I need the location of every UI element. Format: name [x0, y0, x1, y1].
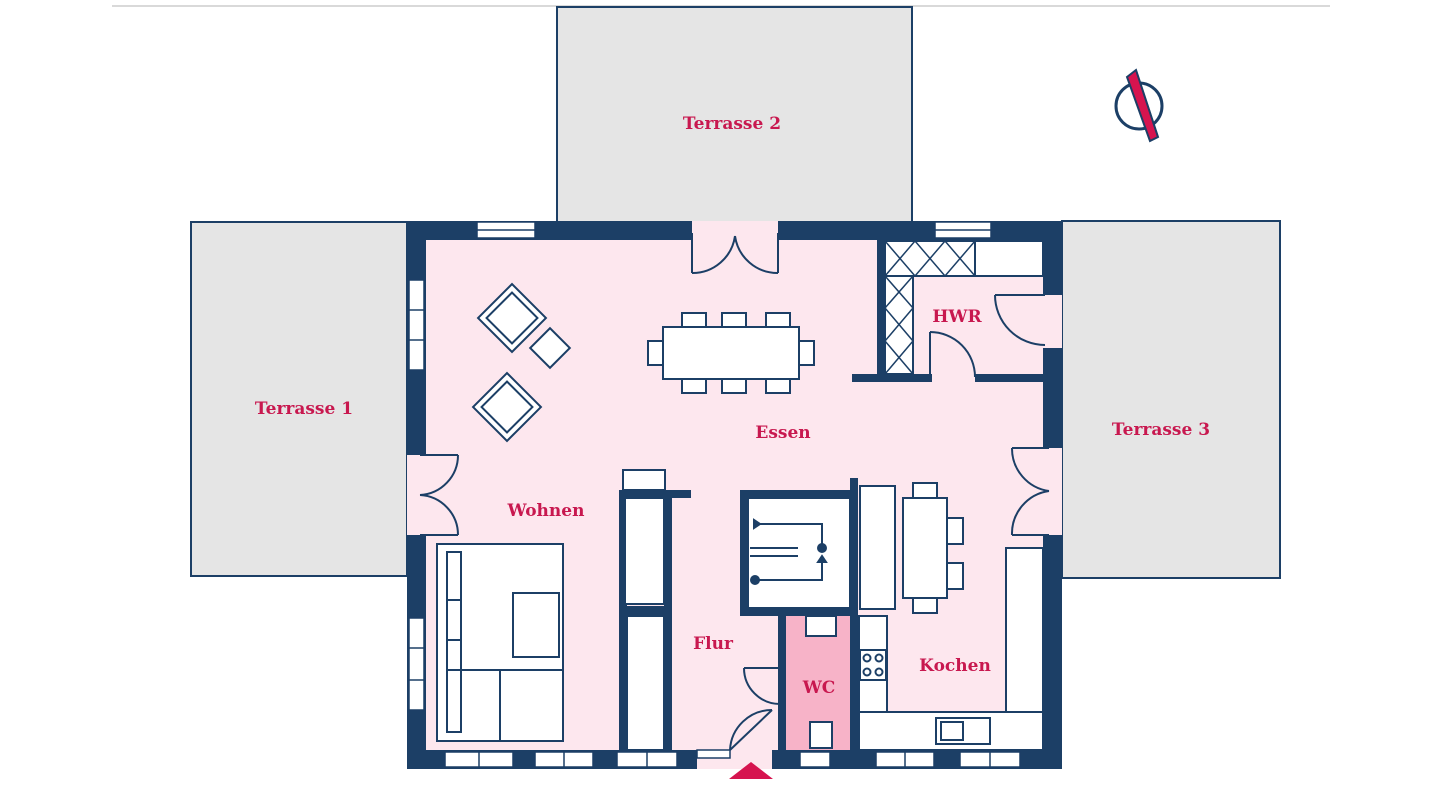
staircase: [747, 497, 851, 609]
furniture: [436, 240, 1044, 751]
label-kochen: Kochen: [919, 656, 991, 676]
interior-walls: [619, 240, 1043, 750]
label-terrasse-2: Terrasse 2: [683, 114, 781, 134]
label-essen: Essen: [755, 423, 810, 443]
entrance-arrow-icon: [729, 762, 773, 779]
window-mullions: [409, 229, 991, 767]
label-wohnen: Wohnen: [507, 501, 585, 521]
terrace-1: [190, 221, 408, 577]
hwr-cabinet-crosses: [884, 240, 976, 375]
north-arrow-icon: [1114, 68, 1164, 143]
label-hwr: HWR: [932, 307, 982, 327]
doors: [419, 233, 1050, 751]
label-terrasse-1: Terrasse 1: [255, 399, 353, 419]
terrace-2: [556, 6, 913, 223]
label-flur: Flur: [693, 634, 734, 654]
label-wc: WC: [802, 678, 836, 698]
front-door-threshold: [696, 749, 731, 759]
label-terrasse-3: Terrasse 3: [1112, 420, 1210, 440]
terrace-3: [1061, 220, 1281, 579]
